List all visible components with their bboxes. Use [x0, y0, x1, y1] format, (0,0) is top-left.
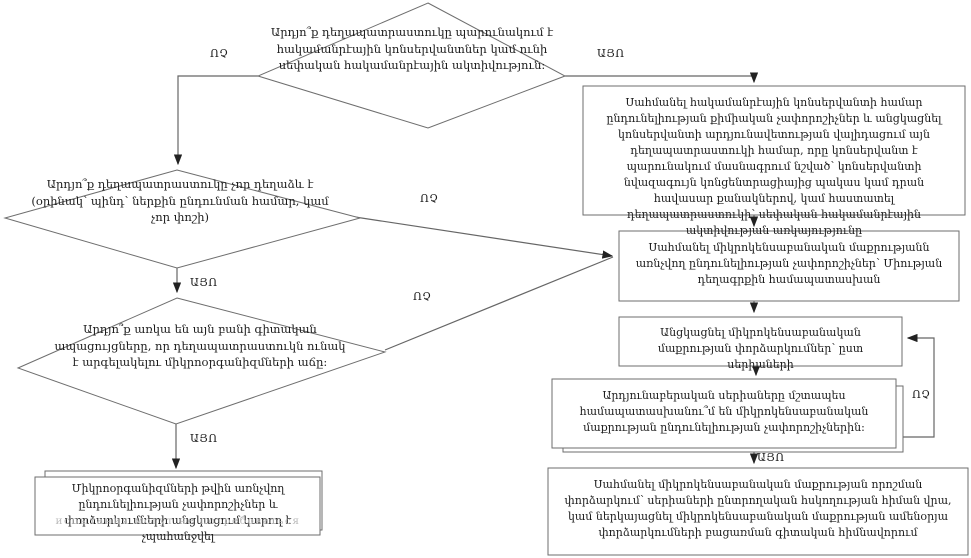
label-yes-series: ԱՅՈ	[757, 451, 785, 464]
edge-d2-no	[354, 216, 614, 259]
preservative-box	[582, 85, 966, 216]
series-box	[551, 378, 897, 449]
not-required-box	[34, 476, 321, 536]
testing-box-text: Անցկացնել միկրոկենսաբանական մաքրության փ…	[657, 326, 864, 371]
label-yes-d2: ԱՅՈ	[190, 276, 218, 289]
label-no-d3: ՈՉ	[413, 290, 432, 303]
testing-box	[618, 316, 903, 367]
preservative-box-text: Սահմանել հակամանրէային կոնսերվանտի համար…	[606, 96, 942, 237]
decision-preservative-text: Արդյո՞ք դեղապատրաստուկը պարունակում է հա…	[270, 25, 554, 73]
criteria-box-text: Սահմանել միկրոկենսաբանական մաքրությանն ա…	[635, 241, 943, 286]
edge-d1-yes	[565, 72, 759, 84]
label-no-series-loop: ՈՉ	[912, 388, 931, 401]
label-no-d1: ՈՉ	[210, 47, 229, 60]
decision-evidence-diamond	[16, 297, 387, 425]
not-required-faded-text: испытания могут не потребоваться	[55, 515, 301, 527]
skiplot-box	[547, 467, 969, 556]
label-no-d2: ՈՉ	[420, 192, 439, 205]
label-yes-d1: ԱՅՈ	[597, 47, 625, 60]
decision-evidence-text: Արդյո՞ք առկա են այն բանի գիտական ապացույ…	[54, 322, 346, 370]
skiplot-box-text: Սահմանել միկրոկենսաբանական մաքրության որ…	[564, 478, 952, 539]
edge-series-no-loop	[903, 333, 935, 438]
not-required-box-text: Միկրոօրգանիզմների թվին առնչվող ընդունելի…	[64, 482, 292, 543]
edge-d1-no	[173, 75, 258, 166]
decision-preservative-diamond	[256, 2, 567, 129]
flow-connectors	[171, 72, 935, 470]
decision-dry-form-diamond	[3, 169, 362, 269]
label-yes-d3: ԱՅՈ	[190, 432, 218, 445]
decision-dry-form-text: Արդյո՞ք դեղապատրաստուկը չոր դեղաձև է (օր…	[31, 177, 329, 225]
edge-d3-no	[384, 256, 614, 351]
criteria-box	[618, 230, 960, 302]
series-box-text: Արդյունաբերական սերիաները մշտապես համապա…	[579, 389, 869, 434]
